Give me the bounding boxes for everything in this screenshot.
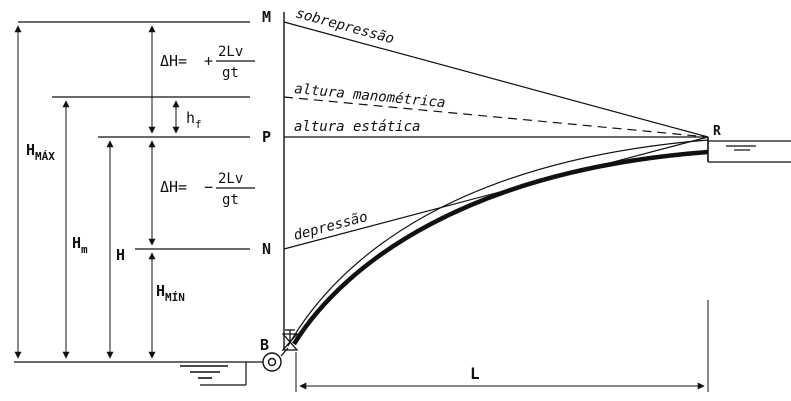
- valve-pipe-link: [280, 347, 289, 357]
- point-n-label: N: [262, 240, 271, 258]
- point-r-label: R: [713, 124, 721, 139]
- static-head-label: altura estática: [294, 119, 420, 135]
- length-label: L: [470, 364, 480, 383]
- pipeline-thick: [292, 149, 709, 346]
- pipeline-thin: [287, 139, 709, 347]
- point-p-label: P: [262, 128, 271, 146]
- valve-symbol: [281, 333, 299, 351]
- formula-upper-lhs: ΔH=: [160, 52, 187, 70]
- manometric-head-label: altura manométrica: [294, 81, 447, 111]
- h-m-label: Hm: [72, 234, 88, 256]
- formula-lower-lhs: ΔH=: [160, 178, 187, 196]
- overpressure-label: sobrepressão: [294, 5, 396, 47]
- formula-lower-denominator: gt: [222, 192, 239, 208]
- h-max-label: HMÁX: [26, 141, 55, 163]
- formula-lower-numerator: 2Lv: [218, 171, 243, 187]
- formula-lower-sign: −: [204, 178, 213, 196]
- point-b-label: B: [260, 336, 269, 354]
- formula-upper-denominator: gt: [222, 65, 239, 81]
- formula-upper-numerator: 2Lv: [218, 44, 243, 60]
- formula-upper-sign: +: [204, 52, 213, 70]
- depression-label: depressão: [292, 209, 369, 244]
- pump-circle-inner: [267, 357, 277, 367]
- point-m-label: M: [262, 8, 271, 26]
- h-f-label: hf: [186, 109, 202, 131]
- pump-circle-outer: [262, 352, 282, 372]
- h-min-label: HMÍN: [156, 282, 185, 304]
- overpressure-line: [283, 21, 709, 138]
- h-label: H: [116, 246, 125, 264]
- manometric-line: [283, 96, 709, 138]
